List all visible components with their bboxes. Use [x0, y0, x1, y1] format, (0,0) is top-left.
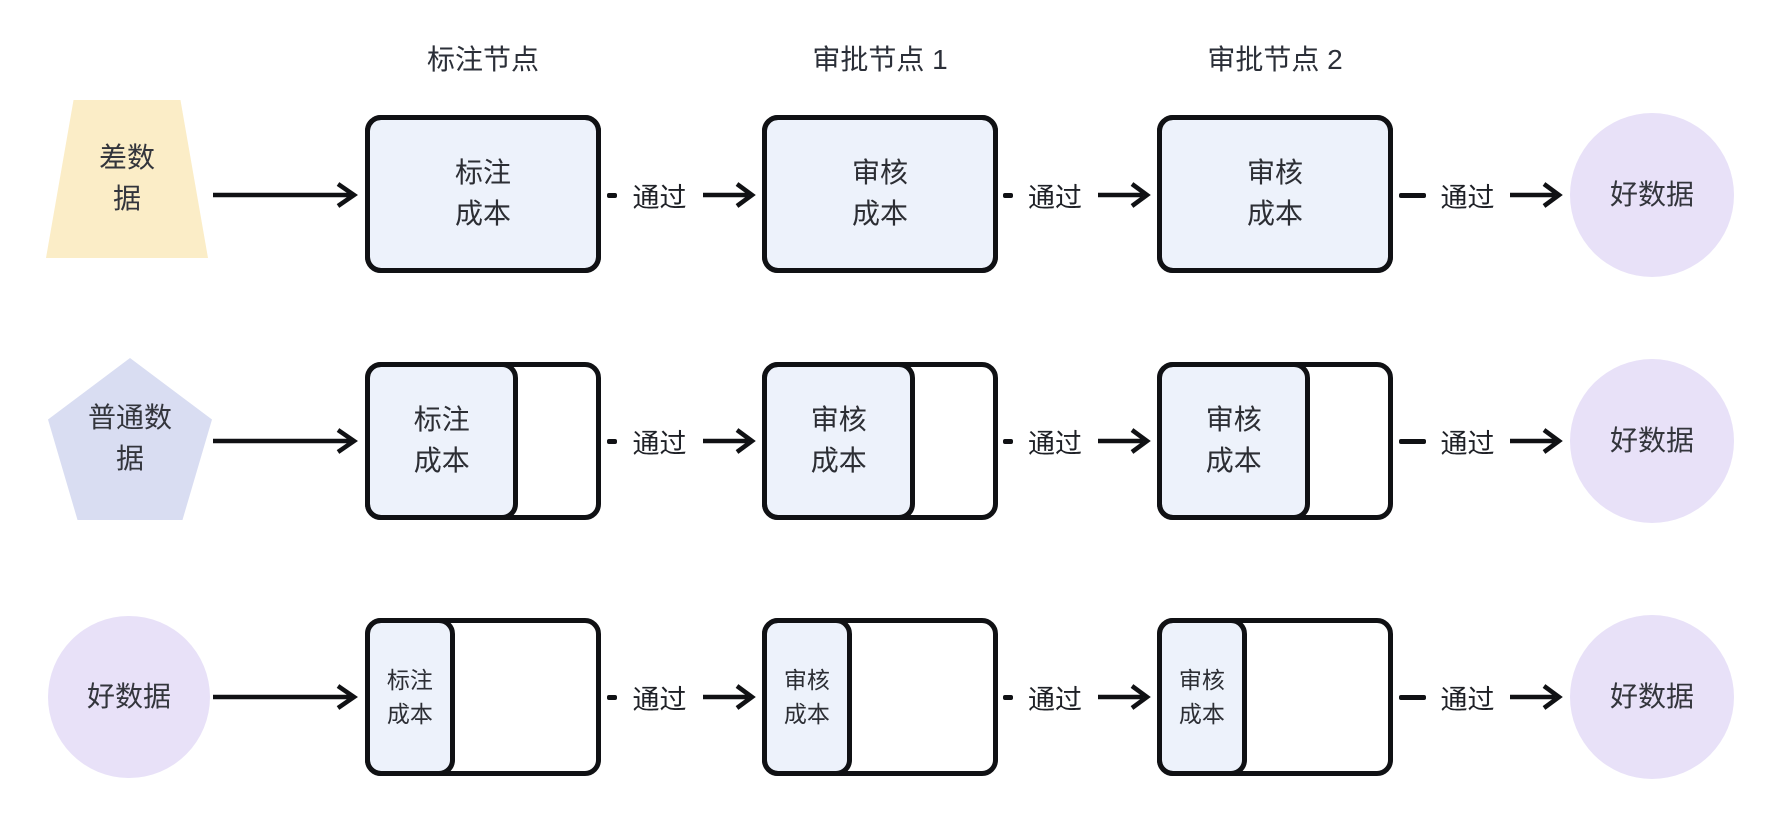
flow-arrow-icon — [702, 682, 760, 712]
stage-fill: 审核 成本 — [1157, 115, 1393, 273]
dash-icon — [1003, 439, 1013, 444]
flow-arrow-icon — [702, 180, 760, 210]
flow-arrow-icon — [212, 426, 362, 456]
header-annotation-node: 标注节点 — [365, 42, 601, 78]
stage-box-r3-review2: 审核 成本 — [1157, 618, 1393, 776]
stage-cost-label: 审核 成本 — [852, 153, 908, 234]
stage-cost-label: 标注 成本 — [414, 400, 470, 481]
dash-icon — [1003, 193, 1013, 198]
result-good-data-label: 好数据 — [1610, 421, 1694, 462]
result-good-data-circle: 好数据 — [1570, 615, 1734, 779]
dash-icon — [607, 439, 617, 444]
result-good-data-circle: 好数据 — [1570, 359, 1734, 523]
flow-arrow-icon — [212, 180, 362, 210]
source-good-data-circle: 好数据 — [48, 616, 210, 778]
stage-box-r1-review2: 审核 成本 — [1157, 115, 1393, 273]
connector-pass: 通过 — [607, 426, 760, 456]
stage-cost-label: 审核 成本 — [1179, 663, 1225, 732]
dash-icon — [1399, 695, 1426, 700]
stage-cost-label: 审核 成本 — [784, 663, 830, 732]
stage-cost-label: 审核 成本 — [811, 400, 867, 481]
stage-box-r3-annotation: 标注 成本 — [365, 618, 601, 776]
source-bad-data-label: 差数 据 — [99, 138, 155, 219]
header-approval-node-1: 审批节点 1 — [762, 42, 998, 78]
stage-fill: 标注 成本 — [365, 618, 455, 776]
connector-pass: 通过 — [1003, 682, 1155, 712]
stage-box-r1-annotation: 标注 成本 — [365, 115, 601, 273]
stage-box-r3-review1: 审核 成本 — [762, 618, 998, 776]
source-bad-data-trapezoid: 差数 据 — [46, 100, 208, 258]
pass-label: 通过 — [1441, 176, 1495, 215]
stage-box-r1-review1: 审核 成本 — [762, 115, 998, 273]
stage-box-r2-review2: 审核 成本 — [1157, 362, 1393, 520]
stage-fill: 审核 成本 — [762, 362, 915, 520]
connector-pass: 通过 — [1003, 426, 1155, 456]
connector-pass-final: 通过 — [1399, 426, 1567, 456]
stage-fill: 审核 成本 — [762, 115, 998, 273]
connector-pass: 通过 — [607, 682, 760, 712]
stage-box-r2-review1: 审核 成本 — [762, 362, 998, 520]
flow-arrow-icon — [1509, 426, 1567, 456]
pass-label: 通过 — [633, 422, 687, 461]
dash-icon — [1003, 695, 1013, 700]
stage-cost-label: 标注 成本 — [455, 153, 511, 234]
pass-label: 通过 — [633, 176, 687, 215]
flow-arrow-icon — [1097, 426, 1155, 456]
header-approval-node-2: 审批节点 2 — [1157, 42, 1393, 78]
stage-cost-label: 审核 成本 — [1206, 400, 1262, 481]
connector-pass: 通过 — [607, 180, 760, 210]
flow-arrow-icon — [1509, 180, 1567, 210]
result-good-data-label: 好数据 — [1610, 677, 1694, 718]
source-good-data-label: 好数据 — [87, 677, 171, 718]
pass-label: 通过 — [1441, 678, 1495, 717]
source-normal-data-pentagon: 普通数 据 — [48, 358, 212, 520]
pass-label: 通过 — [633, 678, 687, 717]
stage-cost-label: 标注 成本 — [387, 663, 433, 732]
pass-label: 通过 — [1028, 422, 1082, 461]
result-good-data-label: 好数据 — [1610, 175, 1694, 216]
result-good-data-circle: 好数据 — [1570, 113, 1734, 277]
flow-arrow-icon — [212, 682, 362, 712]
dash-icon — [607, 193, 617, 198]
flow-arrow-icon — [702, 426, 760, 456]
pass-label: 通过 — [1028, 678, 1082, 717]
connector-pass-final: 通过 — [1399, 682, 1567, 712]
stage-fill: 标注 成本 — [365, 362, 518, 520]
stage-fill: 审核 成本 — [1157, 618, 1247, 776]
flow-arrow-icon — [1097, 682, 1155, 712]
stage-cost-label: 审核 成本 — [1247, 153, 1303, 234]
dash-icon — [1399, 439, 1426, 444]
flow-arrow-icon — [1509, 682, 1567, 712]
stage-fill: 标注 成本 — [365, 115, 601, 273]
flow-arrow-icon — [1097, 180, 1155, 210]
dash-icon — [1399, 193, 1426, 198]
stage-box-r2-annotation: 标注 成本 — [365, 362, 601, 520]
stage-fill: 审核 成本 — [762, 618, 852, 776]
source-normal-data-label: 普通数 据 — [88, 398, 172, 479]
connector-pass: 通过 — [1003, 180, 1155, 210]
pass-label: 通过 — [1028, 176, 1082, 215]
pass-label: 通过 — [1441, 422, 1495, 461]
dash-icon — [607, 695, 617, 700]
stage-fill: 审核 成本 — [1157, 362, 1310, 520]
connector-pass-final: 通过 — [1399, 180, 1567, 210]
